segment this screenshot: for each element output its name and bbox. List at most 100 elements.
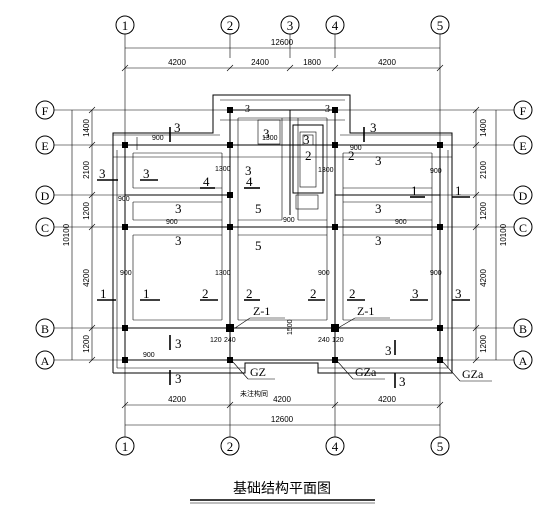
axis-bubble-top-3: 3 [280,15,300,58]
svg-text:1200: 1200 [82,202,91,220]
svg-text:3: 3 [245,163,252,178]
svg-text:900: 900 [430,270,442,277]
z1-labels: Z-1 Z-1 [234,304,390,329]
svg-text:10100: 10100 [499,223,508,246]
svg-text:C: C [41,221,49,235]
axis-bubble-left-F: F [35,100,230,120]
svg-text:900: 900 [430,168,442,175]
axis-bubble-left-B: B [35,318,125,338]
svg-text:4200: 4200 [82,269,91,287]
svg-text:4: 4 [203,174,210,189]
svg-text:D: D [41,189,50,203]
svg-text:3: 3 [375,153,382,168]
svg-text:3: 3 [175,371,182,386]
axis-bubble-top-1: 1 [115,15,135,58]
svg-text:1400: 1400 [479,119,488,137]
svg-text:3: 3 [174,120,181,135]
section-marks: 3 3 3 3 3 3 2 3 3 3 4 4 2 3 1 1 3 3 5 5 … [97,104,470,389]
top-dimensions: 12600 4200 2400 1800 4200 [121,38,444,145]
svg-text:4: 4 [246,174,253,189]
bottom-dimensions: 4200 4200 4200 12600 [121,360,444,437]
svg-text:900: 900 [118,196,130,203]
svg-text:3: 3 [175,336,182,351]
svg-text:900: 900 [166,219,178,226]
svg-text:4200: 4200 [273,395,291,404]
svg-text:E: E [519,139,526,153]
svg-text:2: 2 [246,286,253,301]
axis-bubble-top-2: 2 [220,15,240,58]
svg-text:D: D [519,189,528,203]
svg-text:3: 3 [385,343,392,358]
svg-text:3: 3 [370,120,377,135]
axis-bubble-left-D: D [35,185,125,205]
svg-text:3: 3 [325,104,330,115]
svg-text:GZ: GZ [250,365,266,379]
svg-text:未注构同: 未注构同 [240,389,268,398]
svg-text:2: 2 [227,18,234,33]
svg-text:1400: 1400 [82,119,91,137]
svg-text:3: 3 [375,201,382,216]
svg-text:GZa: GZa [462,367,484,381]
axis-bubble-left-A: A [35,350,125,370]
svg-text:3: 3 [263,126,270,141]
svg-text:1300: 1300 [215,270,231,277]
svg-text:3: 3 [245,104,250,115]
svg-text:3: 3 [412,286,419,301]
svg-text:3: 3 [303,132,310,147]
svg-text:E: E [41,139,48,153]
svg-text:900: 900 [318,270,330,277]
axis-bubble-left-C: C [35,217,125,237]
svg-text:1200: 1200 [82,335,91,353]
axis-bubble-right-B: B [440,318,533,338]
axis-bubble-right-E: E [440,135,533,155]
svg-text:2100: 2100 [479,161,488,179]
svg-text:1: 1 [122,439,129,454]
svg-text:1: 1 [143,286,150,301]
svg-text:12600: 12600 [271,415,294,424]
svg-text:900: 900 [350,145,362,152]
svg-text:F: F [42,104,49,118]
svg-text:Z-1: Z-1 [253,304,270,318]
svg-text:4200: 4200 [479,269,488,287]
svg-text:2400: 2400 [251,58,269,67]
svg-text:120: 120 [332,337,344,344]
svg-text:1: 1 [455,183,462,198]
svg-text:240: 240 [318,337,330,344]
svg-text:C: C [519,221,527,235]
svg-text:Z-1: Z-1 [357,304,374,318]
svg-text:1800: 1800 [303,58,321,67]
svg-text:900: 900 [143,352,155,359]
svg-text:A: A [519,354,528,368]
svg-text:4200: 4200 [168,58,186,67]
svg-text:900: 900 [152,135,164,142]
axis-bubble-top-5: 5 [430,15,450,58]
svg-text:3: 3 [287,18,294,33]
svg-text:4: 4 [332,439,339,454]
drawing-title: 基础结构平面图 [190,480,375,504]
svg-text:GZa: GZa [355,365,377,379]
foundation-outline [112,94,453,374]
inner-dimensions: 900 1300 900 900 1300 900 900 900 1300 9… [118,135,442,359]
svg-text:12600: 12600 [271,38,294,47]
svg-text:1200: 1200 [479,335,488,353]
svg-text:B: B [519,322,527,336]
axis-bubble-right-F: F [335,100,533,120]
axis-bubble-left-E: E [35,135,125,155]
svg-text:1: 1 [122,18,129,33]
svg-text:3: 3 [99,166,106,181]
svg-text:900: 900 [283,217,295,224]
svg-text:1300: 1300 [262,135,278,142]
svg-text:2: 2 [305,148,312,163]
svg-text:2: 2 [349,286,356,301]
svg-text:5: 5 [437,439,444,454]
svg-text:1500: 1500 [287,319,294,335]
svg-text:900: 900 [120,270,132,277]
svg-text:B: B [41,322,49,336]
axis-bubble-right-D: D [440,185,533,205]
svg-text:1300: 1300 [215,166,231,173]
axis-bubble-bottom-5: 5 [430,436,450,456]
svg-text:4200: 4200 [168,395,186,404]
svg-text:5: 5 [437,18,444,33]
axis-bubble-bottom-1: 1 [115,436,135,456]
